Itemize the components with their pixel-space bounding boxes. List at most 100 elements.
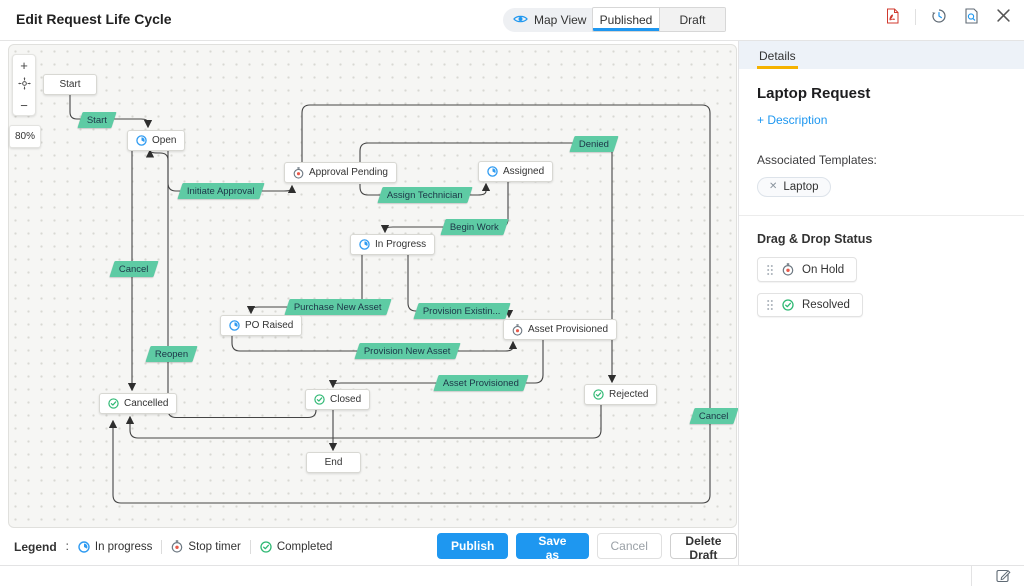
drag-handle-icon: [766, 264, 774, 276]
legend-item-label: Completed: [276, 540, 333, 553]
drag-handle-icon: [766, 299, 774, 311]
edit-icon: [995, 569, 1011, 586]
stop-timer-icon: [293, 166, 304, 179]
transition-label: Denied: [579, 138, 610, 150]
publish-button[interactable]: Publish: [437, 533, 509, 559]
transition-label: Cancel: [699, 410, 729, 422]
document-search-icon: [964, 7, 979, 27]
details-panel: Details Laptop Request + Description Ass…: [738, 41, 1024, 565]
header-icons: [883, 7, 1012, 27]
transition-t-provision-existing[interactable]: Provision Existin...: [413, 303, 511, 319]
transition-label: Asset Provisioned: [443, 377, 520, 389]
tab-details[interactable]: Details: [757, 44, 798, 69]
footer: [0, 565, 1024, 586]
node-po-raised[interactable]: PO Raised: [220, 315, 303, 336]
transition-label: Provision Existin...: [423, 305, 501, 317]
in-progress-icon: [229, 320, 240, 331]
transition-t-initiate-approval[interactable]: Initiate Approval: [177, 183, 265, 199]
action-buttons: Publish Save as Draft Cancel Delete Draf…: [437, 533, 737, 576]
divider: [161, 539, 163, 554]
in-progress-icon: [78, 540, 90, 553]
draggable-status-on-hold[interactable]: On Hold: [757, 257, 858, 282]
in-progress-icon: [359, 239, 370, 250]
divider: [915, 9, 916, 25]
node-label: Rejected: [609, 389, 649, 400]
eye-icon: [513, 13, 528, 27]
status-label: Resolved: [802, 299, 850, 311]
node-end[interactable]: End: [306, 452, 361, 473]
node-label: Start: [59, 79, 81, 90]
transition-t-begin-work[interactable]: Begin Work: [440, 219, 509, 235]
stop-timer-icon: [171, 540, 183, 553]
zoom-out-button[interactable]: −: [13, 95, 35, 115]
in-progress-icon: [487, 166, 498, 177]
transition-t-provision-new-asset[interactable]: Provision New Asset: [354, 343, 461, 359]
tab-draft[interactable]: Draft: [659, 8, 725, 31]
template-chips: ✕ Laptop: [757, 177, 1006, 197]
node-asset-provisioned[interactable]: Asset Provisioned: [503, 319, 618, 340]
associated-templates-label: Associated Templates:: [757, 153, 877, 167]
minus-icon: −: [20, 97, 28, 113]
draggable-status-resolved[interactable]: Resolved: [757, 293, 863, 317]
zoom-in-button[interactable]: +: [13, 55, 35, 75]
stop-timer-icon: [782, 263, 794, 276]
transition-t-assign-technician[interactable]: Assign Technician: [377, 187, 473, 203]
node-cancelled[interactable]: Cancelled: [99, 393, 178, 414]
remove-template-icon[interactable]: ✕: [769, 181, 778, 192]
transition-label: Start: [87, 114, 108, 126]
tab-published[interactable]: Published: [593, 8, 659, 31]
transition-t-cancel-right[interactable]: Cancel: [689, 408, 739, 424]
template-chip[interactable]: ✕ Laptop: [757, 177, 831, 197]
node-open[interactable]: Open: [127, 130, 186, 151]
save-as-draft-button[interactable]: Save as Draft: [516, 533, 589, 576]
lifecycle-title: Laptop Request: [757, 85, 871, 102]
transition-t-start[interactable]: Start: [77, 112, 117, 128]
pdf-export-button[interactable]: [883, 8, 901, 26]
node-assigned[interactable]: Assigned: [478, 161, 554, 182]
preview-button[interactable]: [962, 7, 980, 27]
edit-note-button[interactable]: [995, 568, 1011, 584]
close-button[interactable]: [994, 8, 1012, 26]
history-button[interactable]: [930, 8, 948, 26]
close-icon: [996, 9, 1010, 25]
node-approval-pending[interactable]: Approval Pending: [284, 162, 397, 183]
map-view-label: Map View: [534, 13, 587, 27]
transition-label: Purchase New Asset: [294, 301, 382, 313]
completed-icon: [108, 398, 119, 409]
page-title: Edit Request Life Cycle: [16, 11, 172, 27]
completed-icon: [593, 389, 604, 400]
transition-t-reopen[interactable]: Reopen: [145, 346, 198, 362]
node-rejected[interactable]: Rejected: [584, 384, 658, 405]
delete-draft-button[interactable]: Delete Draft: [669, 533, 737, 562]
transition-t-cancel-left[interactable]: Cancel: [109, 261, 159, 277]
node-start[interactable]: Start: [43, 74, 97, 95]
node-label: Asset Provisioned: [528, 324, 609, 335]
details-panel-tabs: Details: [739, 41, 1024, 69]
divider: [739, 215, 1024, 216]
workflow-canvas[interactable]: [8, 44, 737, 528]
transition-t-purchase-new-asset[interactable]: Purchase New Asset: [284, 299, 392, 315]
cancel-button[interactable]: Cancel: [596, 533, 662, 559]
completed-icon: [782, 299, 794, 311]
completed-icon: [260, 540, 272, 553]
transition-t-asset-provisioned[interactable]: Asset Provisioned: [433, 375, 529, 391]
status-label: On Hold: [802, 263, 845, 276]
add-description-link[interactable]: + Description: [757, 113, 828, 127]
fit-view-button[interactable]: [13, 75, 35, 95]
node-label: Approval Pending: [309, 167, 388, 178]
plus-icon: +: [20, 57, 28, 73]
transition-label: Cancel: [119, 263, 149, 275]
drag-drop-status-title: Drag & Drop Status: [757, 232, 873, 246]
node-label: Open: [152, 135, 177, 146]
node-closed[interactable]: Closed: [305, 389, 371, 410]
template-chip-label: Laptop: [783, 181, 819, 193]
legend-separator: :: [65, 540, 69, 553]
node-label: Cancelled: [124, 398, 169, 409]
transition-t-denied[interactable]: Denied: [569, 136, 619, 152]
node-in-progress[interactable]: In Progress: [350, 234, 436, 255]
legend-item: In progress: [78, 540, 152, 553]
node-label: Closed: [330, 394, 362, 405]
